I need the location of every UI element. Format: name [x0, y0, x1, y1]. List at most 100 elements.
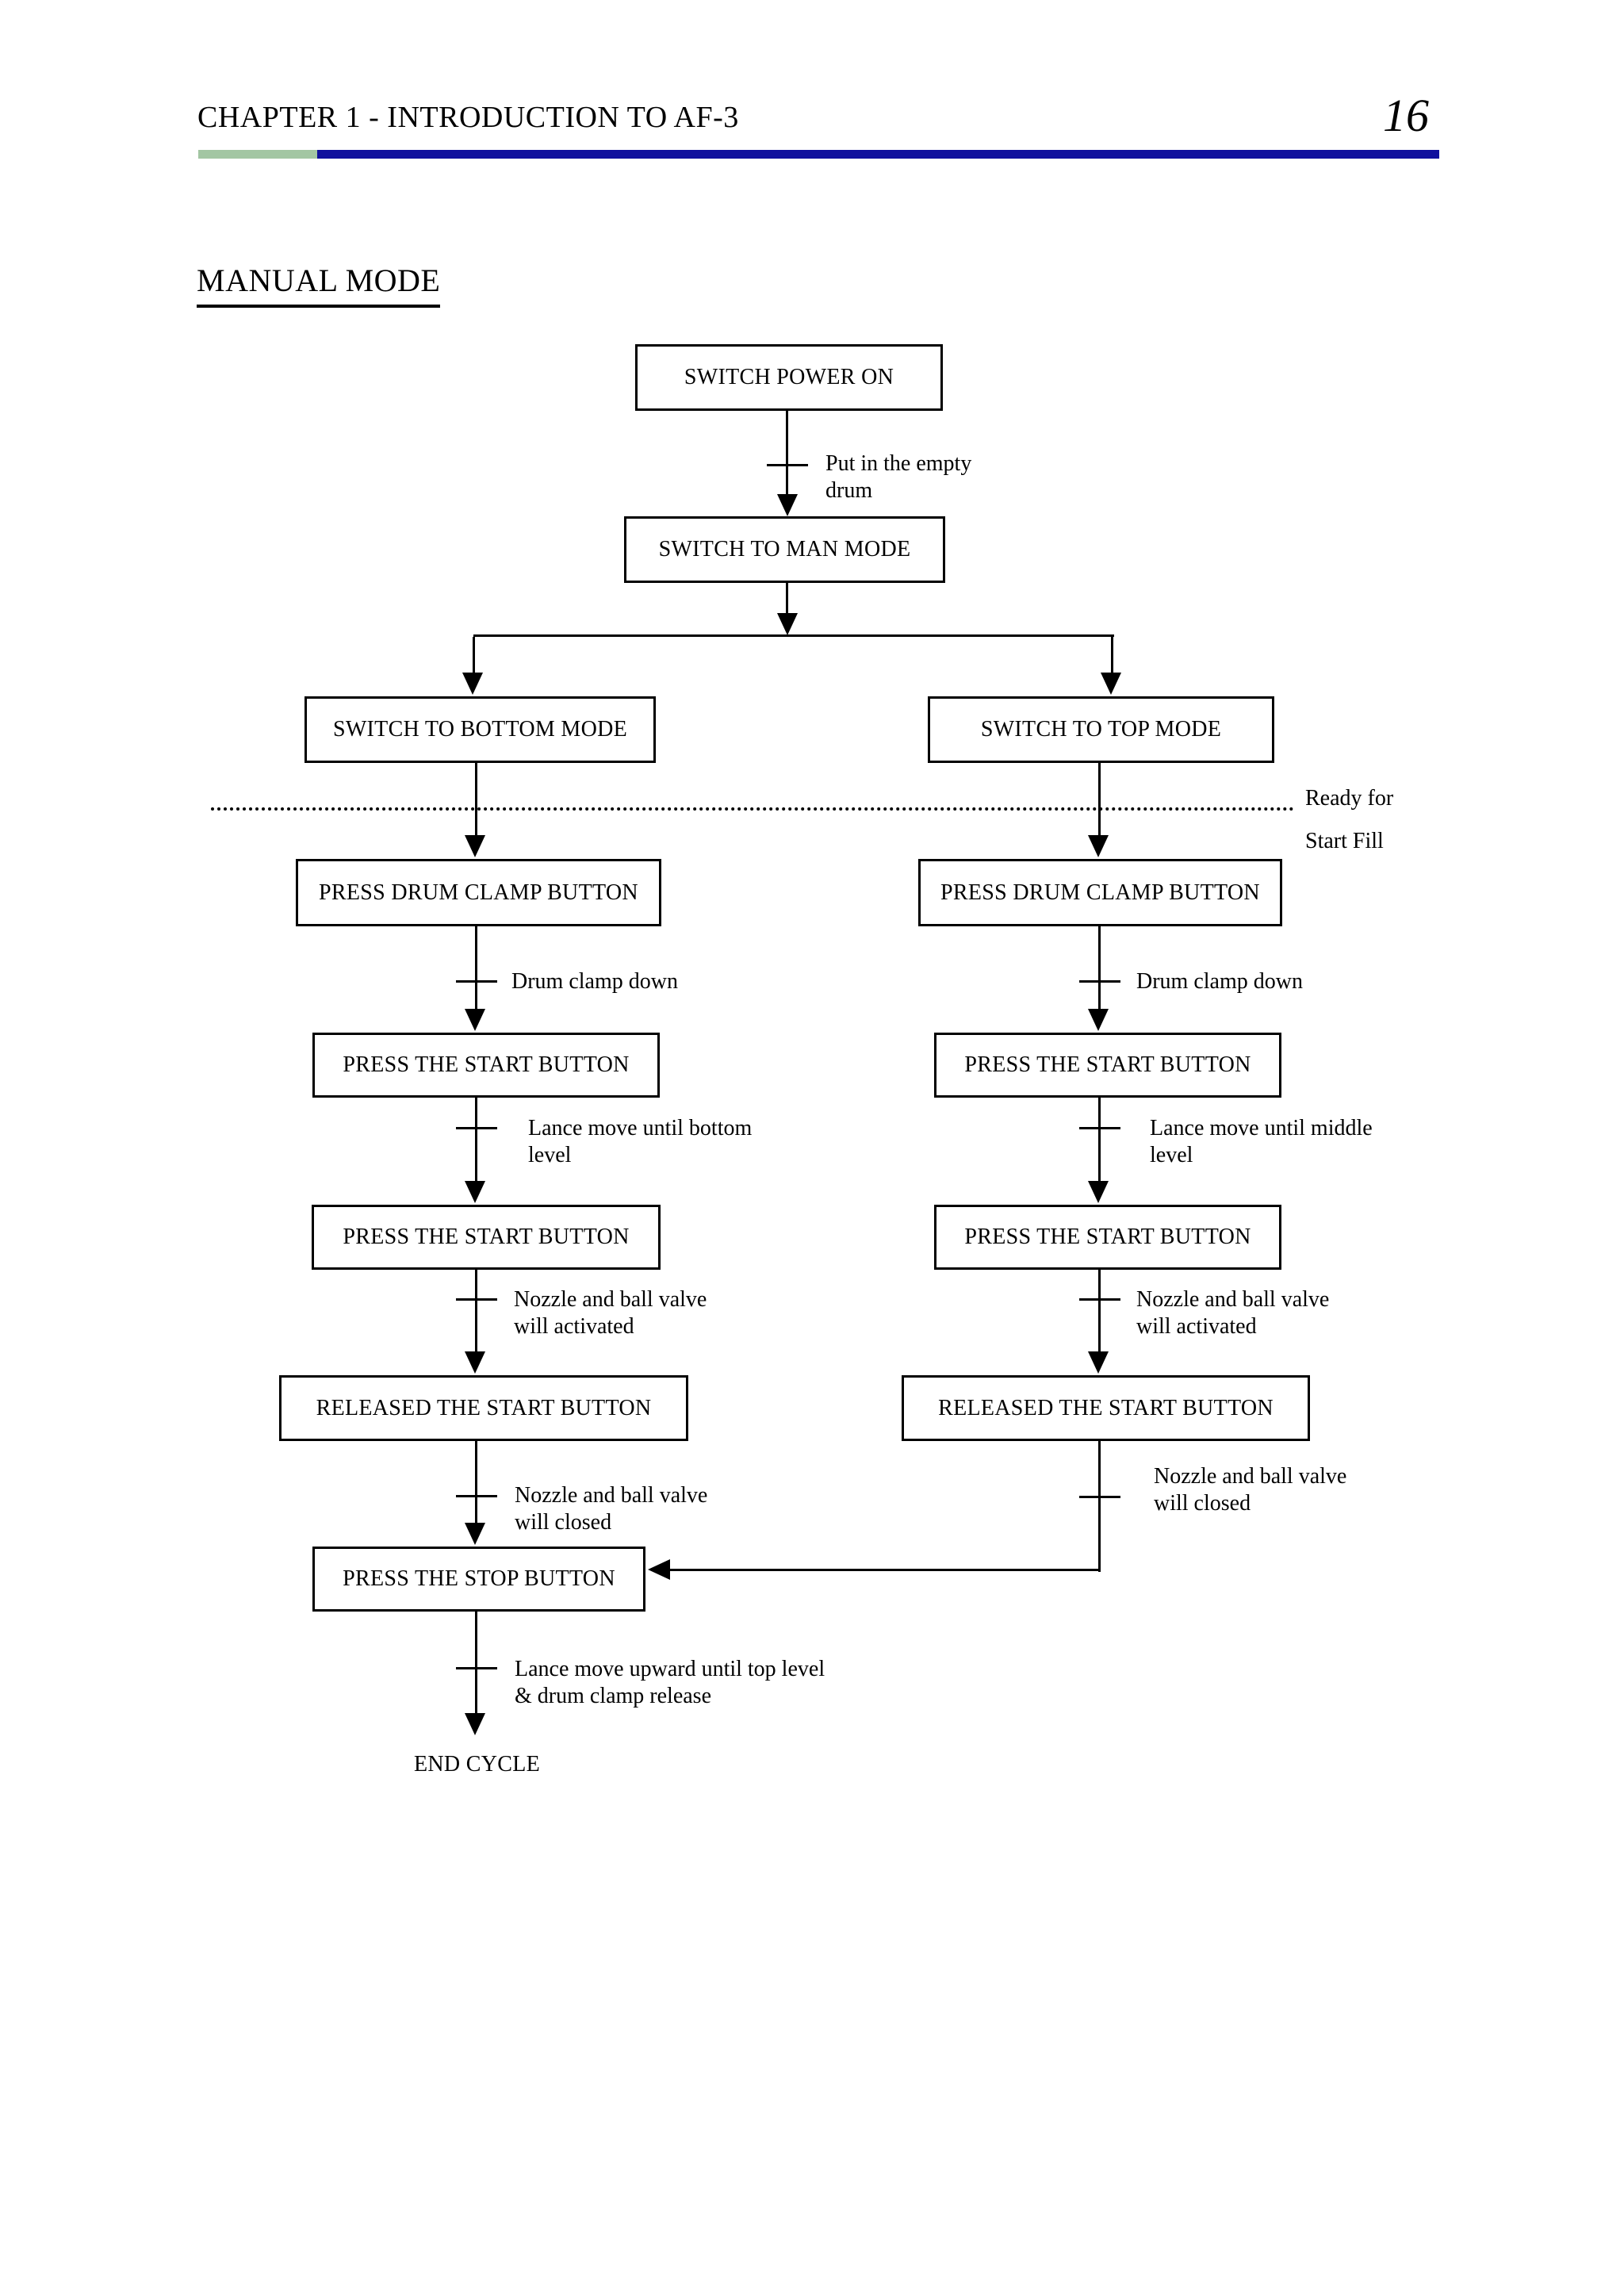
note-line: level	[528, 1143, 572, 1167]
note-drum-clamp-down-right: Drum clamp down	[1136, 968, 1303, 995]
note-line: Ready for	[1305, 786, 1394, 811]
note-nozzle-activated-right: Nozzle and ball valve will activated	[1136, 1286, 1329, 1340]
transition-tick	[456, 1495, 497, 1497]
flow-node-press-drum-clamp-right: PRESS DRUM CLAMP BUTTON	[918, 859, 1282, 926]
connector-left-3	[475, 1270, 477, 1351]
flow-node-label: PRESS THE STOP BUTTON	[343, 1566, 615, 1591]
flow-node-label: SWITCH TO MAN MODE	[658, 537, 911, 562]
connector-right-1	[1098, 926, 1101, 1009]
note-line: Lance move until bottom	[528, 1116, 753, 1140]
ready-separator-dotted-line	[211, 807, 1294, 811]
chapter-header: CHAPTER 1 - INTRODUCTION TO AF-3	[197, 101, 739, 134]
arrowhead-down-icon	[1088, 835, 1109, 857]
connector-left-4	[475, 1441, 477, 1523]
page-number: 16	[1383, 90, 1429, 141]
section-title-manual-mode: MANUAL MODE	[197, 262, 441, 308]
arrowhead-down-icon	[465, 1713, 485, 1735]
flow-node-label: SWITCH TO BOTTOM MODE	[332, 717, 628, 742]
flow-node-label: SWITCH TO TOP MODE	[980, 717, 1222, 742]
note-line: Nozzle and ball valve	[515, 1483, 708, 1508]
connector-power-to-man	[786, 411, 788, 494]
note-drum-clamp-down-left: Drum clamp down	[511, 968, 678, 995]
connector-split-left	[473, 637, 475, 673]
note-line: will closed	[1154, 1491, 1251, 1516]
arrowhead-down-icon	[777, 613, 798, 635]
transition-tick	[767, 464, 808, 466]
connector-left-1	[475, 926, 477, 1009]
connector-top-mode-down	[1098, 763, 1101, 835]
flow-node-label: PRESS DRUM CLAMP BUTTON	[319, 880, 638, 905]
transition-tick	[1079, 1496, 1120, 1498]
transition-tick	[456, 1127, 497, 1129]
arrowhead-down-icon	[777, 494, 798, 516]
arrowhead-down-icon	[465, 835, 485, 857]
note-line: will closed	[515, 1510, 612, 1535]
connector-left-2	[475, 1098, 477, 1181]
connector-stop-to-end	[475, 1612, 477, 1713]
connector-bottom-mode-down	[475, 763, 477, 835]
note-line: will activated	[514, 1314, 634, 1339]
note-line: Drum clamp down	[1136, 969, 1303, 994]
transition-tick	[456, 980, 497, 983]
arrowhead-down-icon	[465, 1181, 485, 1203]
arrowhead-down-icon	[1088, 1351, 1109, 1374]
note-line: Put in the empty	[825, 451, 972, 476]
flow-node-label: PRESS THE START BUTTON	[343, 1225, 630, 1249]
flow-node-label: PRESS THE START BUTTON	[964, 1052, 1251, 1077]
flow-node-press-start-left-1: PRESS THE START BUTTON	[312, 1033, 660, 1098]
connector-right-2	[1098, 1098, 1101, 1181]
note-put-in-empty-drum: Put in the empty drum	[825, 450, 971, 504]
flow-node-switch-power-on: SWITCH POWER ON	[635, 344, 943, 411]
flow-node-press-start-right-2: PRESS THE START BUTTON	[934, 1205, 1281, 1270]
flow-terminal-end-cycle: END CYCLE	[414, 1752, 541, 1777]
flow-node-press-start-right-1: PRESS THE START BUTTON	[934, 1033, 1281, 1098]
note-lance-bottom: Lance move until bottom level	[528, 1115, 752, 1169]
note-nozzle-closed-left: Nozzle and ball valve will closed	[515, 1482, 707, 1536]
flow-node-press-start-left-2: PRESS THE START BUTTON	[312, 1205, 661, 1270]
note-line: Nozzle and ball valve	[514, 1287, 707, 1312]
note-line: Nozzle and ball valve	[1136, 1287, 1330, 1312]
note-line: Drum clamp down	[511, 969, 678, 994]
flow-node-switch-to-man-mode: SWITCH TO MAN MODE	[624, 516, 945, 583]
flow-node-press-drum-clamp-left: PRESS DRUM CLAMP BUTTON	[296, 859, 661, 926]
flow-node-released-start-left: RELEASED THE START BUTTON	[279, 1375, 688, 1441]
note-line: & drum clamp release	[515, 1684, 712, 1708]
connector-right-to-stop-horizontal	[670, 1569, 1101, 1571]
flow-node-label: PRESS THE START BUTTON	[343, 1052, 630, 1077]
note-nozzle-activated-left: Nozzle and ball valve will activated	[514, 1286, 707, 1340]
note-line: Lance move until middle	[1150, 1116, 1373, 1140]
flow-node-press-stop: PRESS THE STOP BUTTON	[312, 1547, 645, 1612]
note-lance-upward: Lance move upward until top level & drum…	[515, 1656, 825, 1710]
connector-right-4-vertical	[1098, 1441, 1101, 1572]
transition-tick	[456, 1667, 497, 1669]
note-lance-middle: Lance move until middle level	[1150, 1115, 1373, 1169]
note-nozzle-closed-right: Nozzle and ball valve will closed	[1154, 1463, 1346, 1517]
note-line: Lance move upward until top level	[515, 1657, 825, 1681]
note-line: level	[1150, 1143, 1193, 1167]
flow-node-label: RELEASED THE START BUTTON	[316, 1395, 652, 1420]
flow-node-released-start-right: RELEASED THE START BUTTON	[902, 1375, 1310, 1441]
flow-node-switch-to-bottom-mode: SWITCH TO BOTTOM MODE	[304, 696, 656, 763]
split-branch-line	[473, 634, 1114, 637]
arrowhead-left-icon	[648, 1559, 670, 1580]
arrowhead-down-icon	[1088, 1009, 1109, 1031]
arrowhead-down-icon	[1088, 1181, 1109, 1203]
note-line: drum	[825, 478, 873, 503]
connector-right-3	[1098, 1270, 1101, 1351]
connector-split-right	[1111, 637, 1113, 673]
flow-node-switch-to-top-mode: SWITCH TO TOP MODE	[928, 696, 1274, 763]
note-ready-for-start-fill: Ready for Start Fill	[1305, 777, 1393, 863]
transition-tick	[456, 1298, 497, 1301]
connector-man-to-split	[786, 583, 788, 613]
note-line: will activated	[1136, 1314, 1257, 1339]
header-rule-green-segment	[198, 150, 317, 159]
note-line: Nozzle and ball valve	[1154, 1464, 1347, 1489]
arrowhead-down-icon	[465, 1009, 485, 1031]
flow-node-label: RELEASED THE START BUTTON	[938, 1395, 1274, 1420]
transition-tick	[1079, 1127, 1120, 1129]
header-rule-blue-segment	[317, 150, 1439, 159]
flow-node-label: PRESS THE START BUTTON	[964, 1225, 1251, 1249]
note-line: Start Fill	[1305, 829, 1384, 853]
arrowhead-down-icon	[465, 1523, 485, 1545]
